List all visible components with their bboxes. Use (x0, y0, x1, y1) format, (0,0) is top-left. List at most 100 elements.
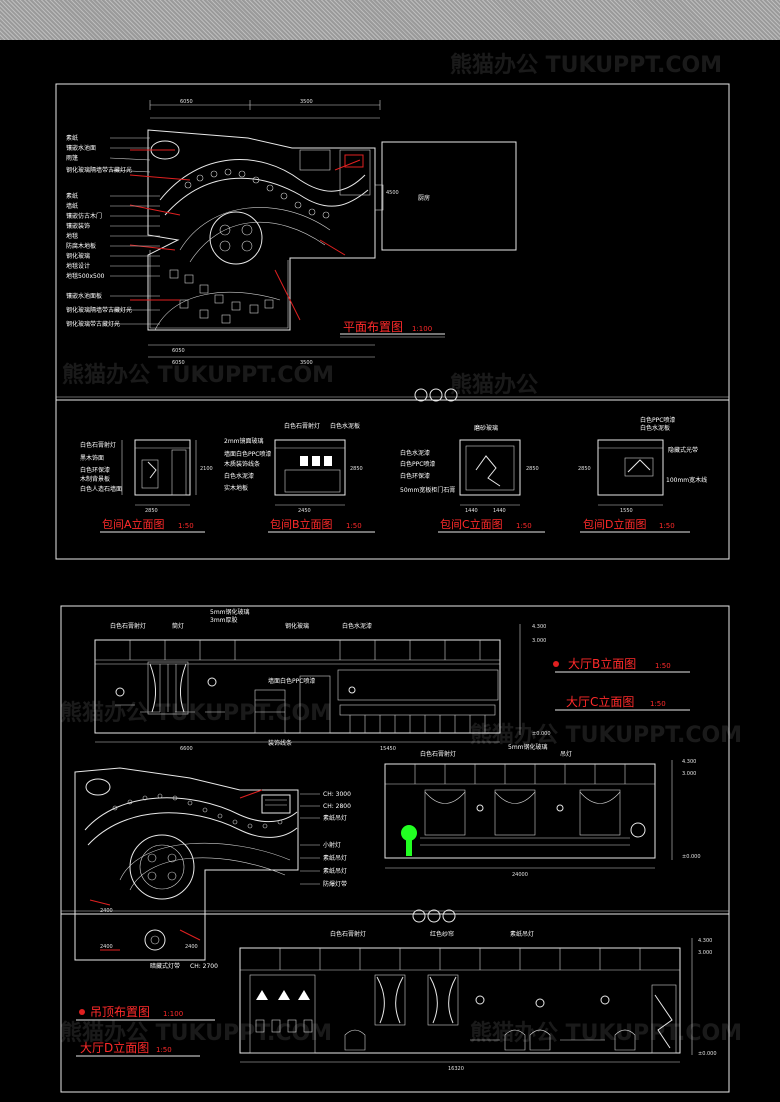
elev-b-label: 木质装饰线条 (224, 460, 260, 468)
hall-d-dim: 16320 (448, 1066, 464, 1072)
elev-b-label: 2mm镜面玻璃 (224, 437, 264, 445)
plan-room-label: 厨房 (418, 194, 430, 202)
elev-b-dim: 2850 (350, 466, 363, 472)
hall-b-elev: ±0.000 (532, 731, 551, 737)
elev-d-label: 100mm宽木线 (666, 476, 707, 484)
elevation-c: 白色水泥漆 白色PPC喷漆 白色环保漆 50mm宽板柜门石膏 磨砂玻璃 1440… (400, 424, 545, 533)
ceiling-label: 素纸吊灯 (323, 814, 347, 822)
elev-a-label: 白色环保漆 (80, 466, 110, 474)
hall-b-elev: 3.000 (532, 638, 546, 644)
hall-c-elev: 4.300 (682, 759, 696, 765)
elev-c-dim: 1440 (465, 508, 478, 514)
hall-b-dim: 6600 (180, 746, 193, 752)
hall-d-elev: 4.300 (698, 938, 712, 944)
hall-d-label: 红色纱帘 (430, 930, 454, 938)
hall-b-label: 白色石膏射灯 (110, 622, 146, 630)
hall-b-title: 大厅B立面图 (568, 656, 636, 671)
elev-a-scale: 1:50 (178, 522, 194, 530)
plan-dim-bottom-1: 6050 (172, 348, 185, 354)
elevation-b: 2mm镜面玻璃 白色石膏射灯 白色水泥板 墙面白色PPC喷漆 木质装饰线条 白色… (224, 422, 375, 533)
ceiling-label: 防爆灯带 (323, 880, 347, 888)
hall-c-elevation: 大厅C立面图 1:50 白色石膏射灯 5mm钢化玻璃 吊灯 24000 4.30… (384, 694, 701, 878)
plan-label: 钢化玻璃 (66, 252, 90, 260)
hall-d-scale: 1:50 (156, 1046, 172, 1054)
elev-c-label: 白色水泥漆 (400, 449, 430, 457)
hall-d-label: 白色石膏射灯 (330, 930, 366, 938)
hall-c-label: 5mm钢化玻璃 (508, 743, 548, 751)
floor-plan: 6050 3500 厨房 (66, 99, 517, 366)
plan-label: 钢化玻璃带古藏灯光 (66, 320, 120, 328)
elev-a-dim: 2850 (145, 508, 158, 514)
hall-b-elevation: 白色石膏射灯 筒灯 5mm钢化玻璃 3mm厚胶 钢化玻璃 白色水泥漆 墙面白色P… (94, 608, 690, 752)
hall-c-elev: 3.000 (682, 771, 696, 777)
watermark-layer: 熊猫办公 TUKUPPT.COM 熊猫办公 TUKUPPT.COM 熊猫办公 熊… (60, 52, 742, 1046)
hall-c-elev: ±0.000 (682, 854, 701, 860)
ceiling-label: CH: 2800 (323, 803, 351, 810)
header-texture-band (0, 0, 780, 40)
plan-label: 防腐木地板 (66, 242, 96, 250)
elev-c-label: 白色环保漆 (400, 472, 430, 480)
hall-b-label: 3mm厚胶 (210, 616, 238, 624)
elev-a-label: 木制背景板 (80, 475, 110, 483)
watermark-text: 熊猫办公 (450, 372, 538, 398)
elev-a-dim: 2100 (200, 466, 213, 472)
hall-b-dim: 15450 (380, 746, 396, 752)
elev-b-label: 白色水泥板 (330, 422, 360, 430)
plan-label: 镶嵌仿古木门 (66, 212, 102, 220)
elev-c-dim: 1440 (493, 508, 506, 514)
elev-d-dim: 2850 (578, 466, 591, 472)
ceiling-label: 小射灯 (323, 841, 341, 849)
elev-c-scale: 1:50 (516, 522, 532, 530)
sheet1-frame (55, 83, 730, 560)
elev-c-label: 磨砂玻璃 (474, 424, 498, 432)
elev-d-scale: 1:50 (659, 522, 675, 530)
elev-b-scale: 1:50 (346, 522, 362, 530)
plan-label: 镶嵌装饰 (66, 222, 90, 230)
plan-label: 镶嵌水池面 (66, 144, 96, 152)
hall-d-label: 素纸吊灯 (510, 930, 534, 938)
elev-a-label: 白色石膏射灯 (80, 441, 116, 449)
plan-label: 钢化玻璃隔墙带古藏灯光 (66, 166, 132, 174)
sheet2-circle-markers (412, 909, 456, 923)
elev-c-dim: 2850 (526, 466, 539, 472)
hall-b-label: 钢化玻璃 (285, 622, 309, 630)
hall-c-label: 白色石膏射灯 (420, 750, 456, 758)
hall-b-elev: 4.300 (532, 624, 546, 630)
hall-d-elevation: 白色石膏射灯 红色纱帘 素纸吊灯 16320 4.300 3.000 ±0.00… (76, 930, 717, 1072)
ceiling-plan: CH: 3000 CH: 2800 素纸吊灯 小射灯 素纸吊灯 素纸吊灯 防爆灯… (74, 767, 351, 1021)
ceiling-title: 吊顶布置图 (90, 1005, 150, 1019)
elev-d-label: 白色水泥板 (640, 424, 670, 432)
plan-label: 雨篷 (66, 154, 78, 162)
plan-label: 地毯 (66, 232, 78, 240)
hall-d-title: 大厅D立面图 (80, 1040, 149, 1055)
plan-dim-bottom-2: 6050 (172, 360, 185, 366)
watermark-text: 熊猫办公 TUKUPPT.COM (470, 722, 742, 748)
watermark-text: 熊猫办公 TUKUPPT.COM (60, 700, 332, 726)
elev-b-label: 白色水泥漆 (224, 472, 254, 480)
ceiling-label: CH: 3000 (323, 791, 351, 798)
sheet2-frame (60, 605, 730, 1093)
elev-c-label: 50mm宽板柜门石膏 (400, 486, 455, 494)
elev-b-label: 实木地板 (224, 484, 248, 492)
ceiling-label: 素纸吊灯 (323, 867, 347, 875)
plan-label: 地毯设计 (66, 262, 90, 270)
ceiling-label: 暗藏式灯带 (150, 962, 180, 970)
elev-b-label: 白色石膏射灯 (284, 422, 320, 430)
ceiling-label: CH: 2700 (190, 963, 218, 970)
plan-label: 地毯500x500 (66, 272, 105, 280)
elev-b-title: 包间B立面图 (270, 517, 333, 531)
elev-a-label: 黑木饰面 (80, 454, 104, 462)
watermark-text: 熊猫办公 TUKUPPT.COM (450, 52, 722, 78)
hall-b-label: 筒灯 (172, 622, 184, 630)
plan-label: 钢化玻璃隔墙带古藏灯光 (66, 306, 132, 314)
elevation-a: 白色石膏射灯 黑木饰面 白色环保漆 木制背景板 白色人造石墙面 2850 210… (80, 439, 213, 533)
ceiling-label: 素纸吊灯 (323, 854, 347, 862)
watermark-text: 熊猫办公 TUKUPPT.COM (62, 362, 334, 388)
ceiling-dim: 2400 (100, 908, 113, 914)
ceiling-dim: 2400 (100, 944, 113, 950)
elevation-d: 白色水泥板 白色PPC喷漆 隐藏式光带 100mm宽木线 1550 2850 包… (578, 416, 707, 533)
elev-c-label: 白色PPC喷漆 (400, 460, 435, 468)
hall-c-dim: 24000 (512, 872, 528, 878)
